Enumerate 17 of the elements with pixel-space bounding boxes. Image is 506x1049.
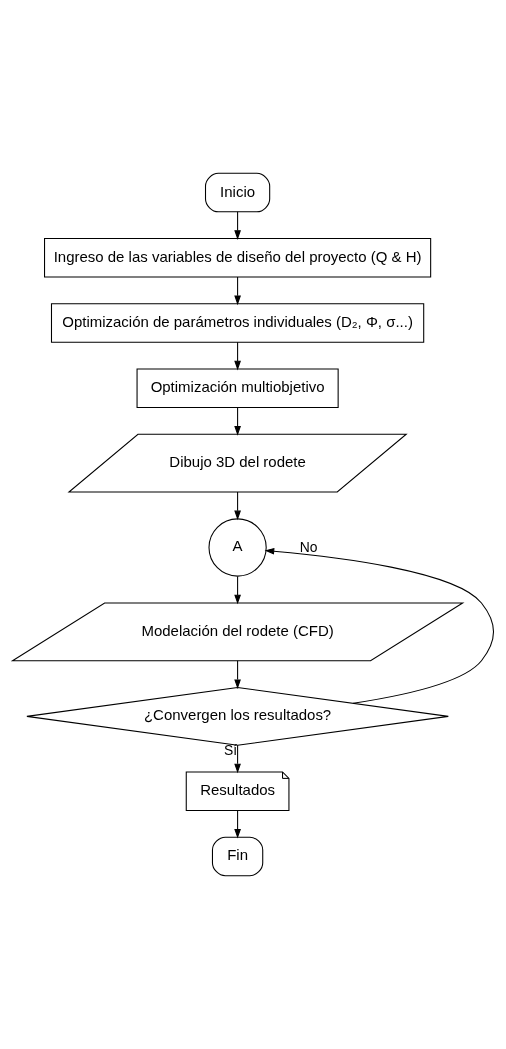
arrow <box>234 276 241 306</box>
node-box: Optimización multiobjetivo <box>136 368 339 409</box>
arrow <box>234 407 241 436</box>
arrow <box>234 491 241 521</box>
arrow <box>234 744 241 774</box>
arrow <box>234 810 241 839</box>
node-box: Fin <box>211 836 264 877</box>
arrow <box>234 660 241 690</box>
node-box: Ingreso de las variables de diseño del proyecto (Q & H) <box>44 238 432 278</box>
node-box: Inicio <box>204 172 271 213</box>
arrow <box>234 341 241 371</box>
node-circle: A <box>208 518 267 577</box>
edge-label: No <box>299 538 318 555</box>
arrow <box>234 575 241 605</box>
node-box: Optimización de parámetros individuales (D₂, Φ, σ...) <box>50 303 425 343</box>
arrow <box>234 211 241 240</box>
arrow <box>264 547 495 704</box>
